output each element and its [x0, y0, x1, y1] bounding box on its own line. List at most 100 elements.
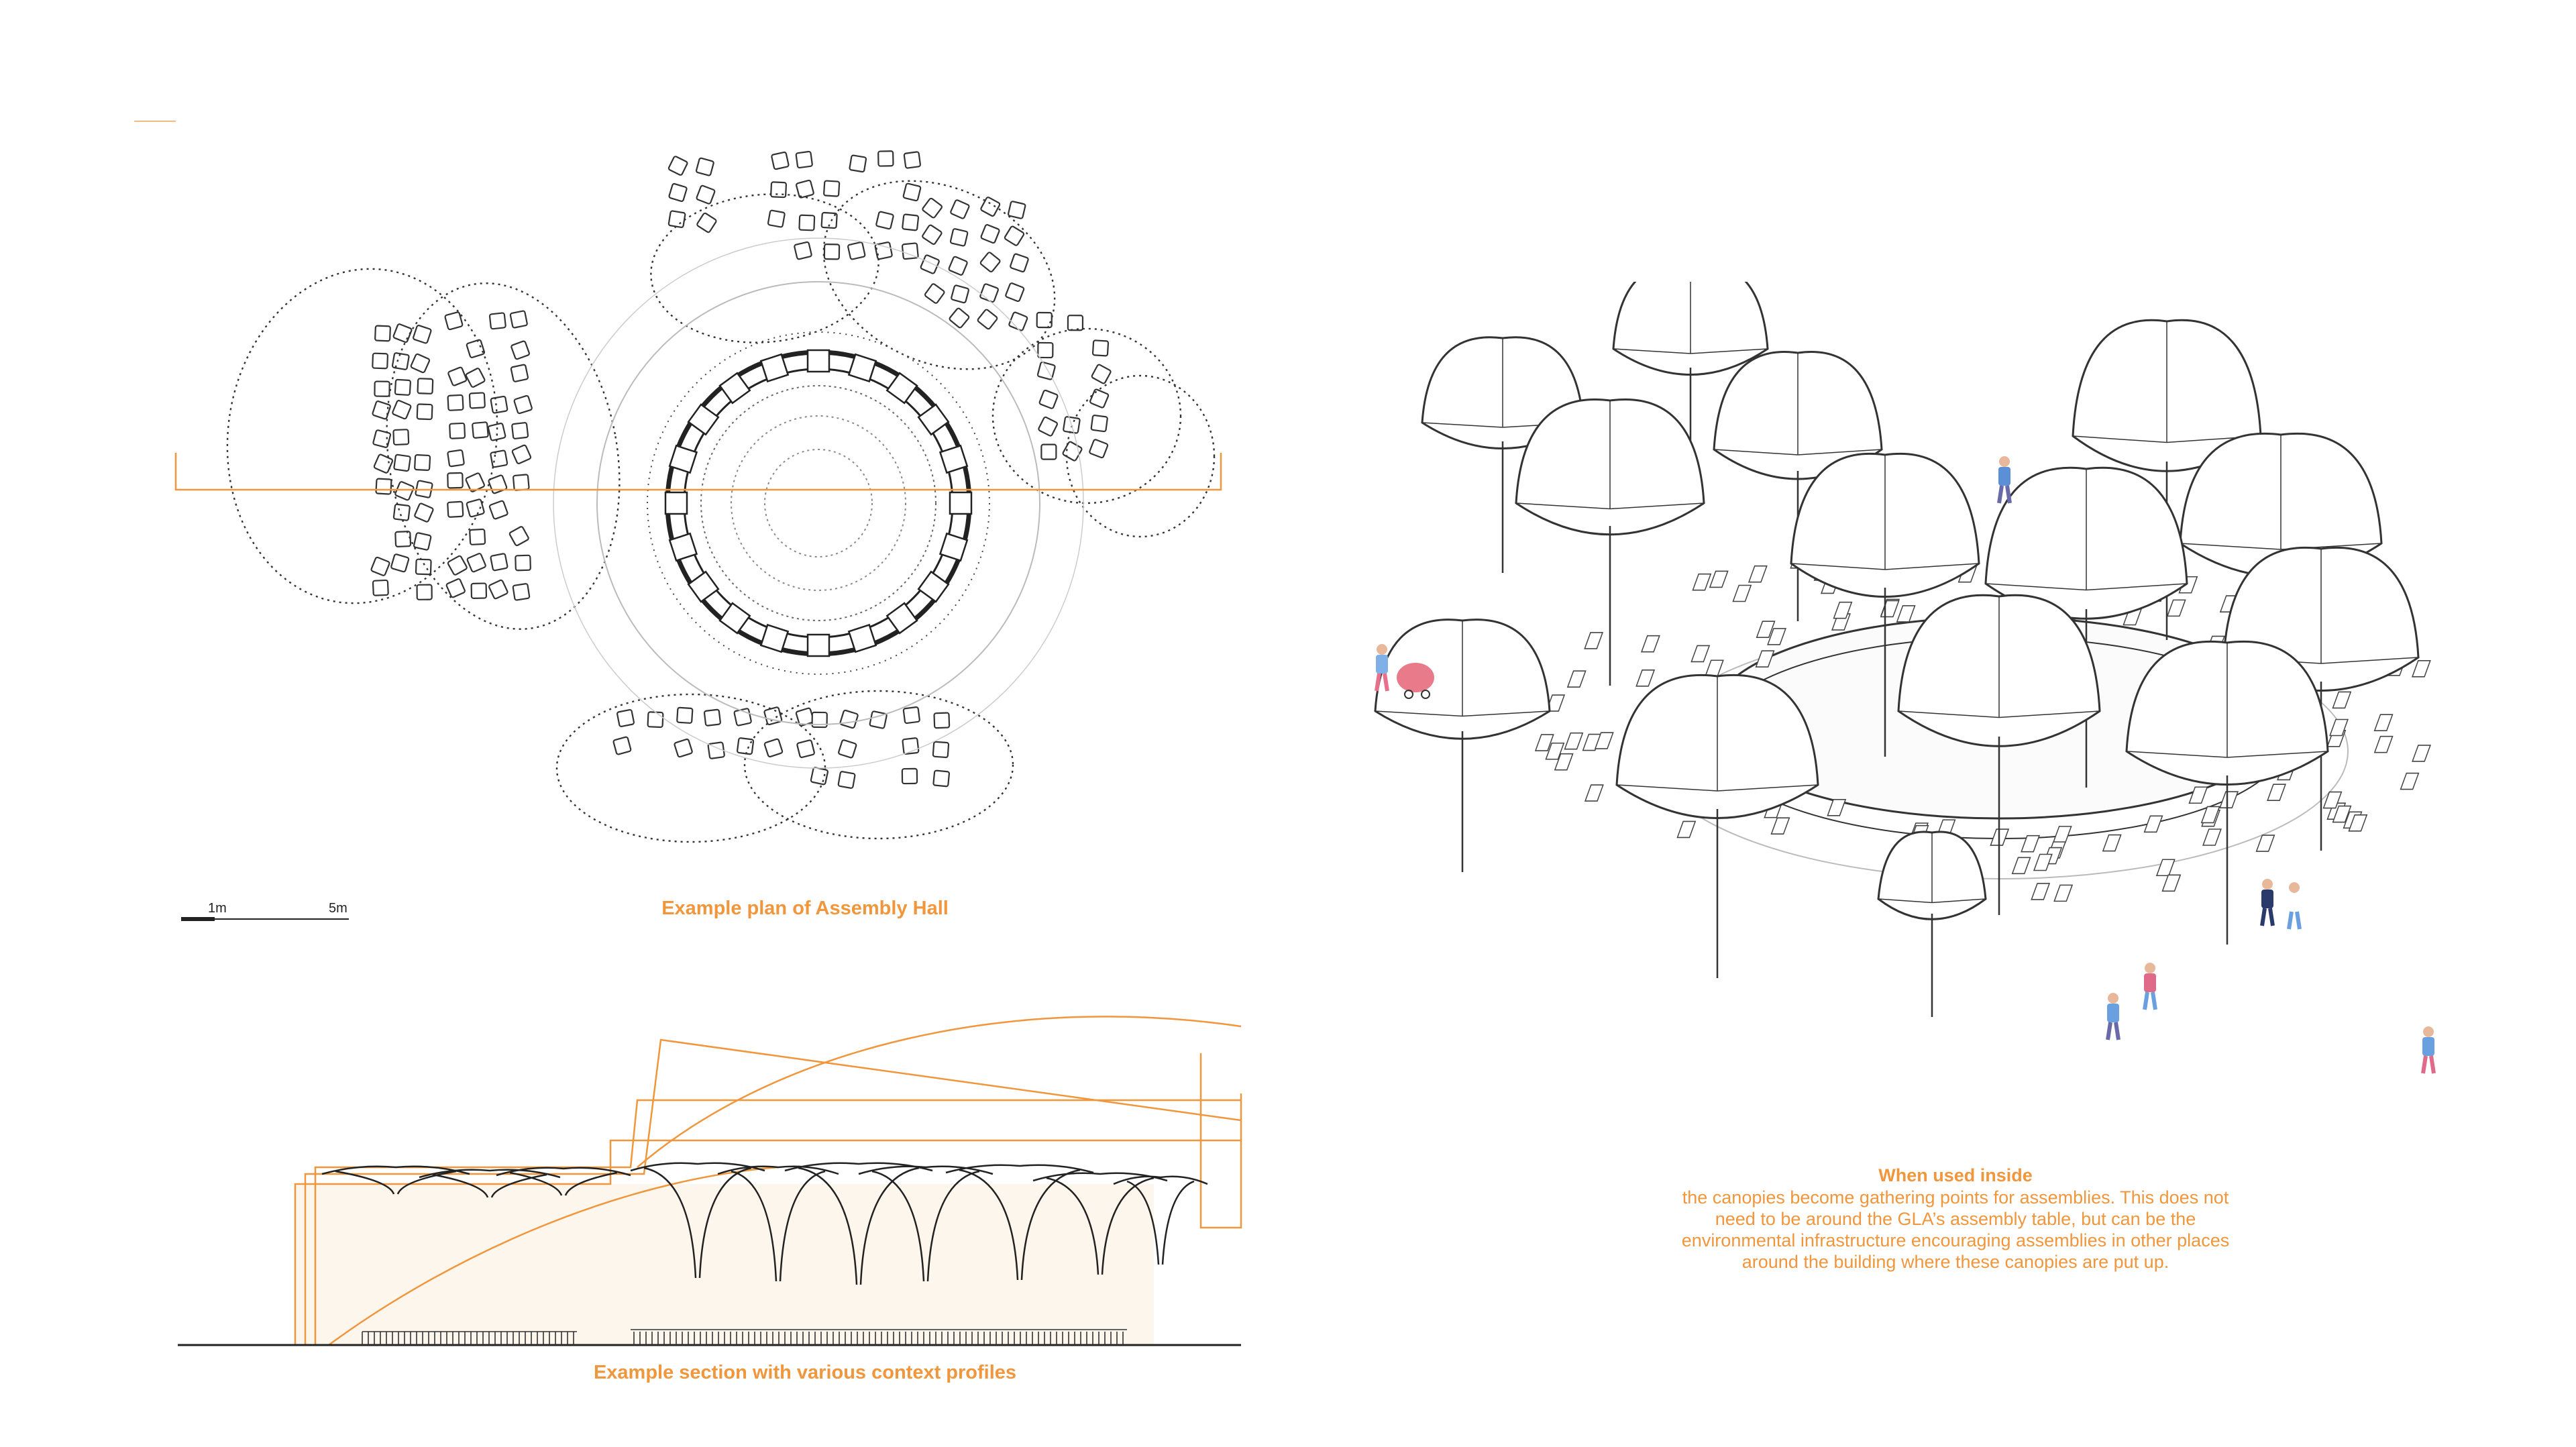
- person-leg: [2114, 1022, 2121, 1040]
- person-head: [2145, 963, 2155, 973]
- person-leg: [2287, 911, 2294, 930]
- axo-canopy-rib: [2126, 751, 2228, 758]
- chair: [922, 224, 943, 245]
- section-context-fill: [295, 1184, 1154, 1345]
- axo-chair: [1690, 645, 1711, 663]
- section-canopy: [945, 1164, 1094, 1174]
- axo-chair: [2412, 745, 2431, 762]
- chair: [394, 531, 412, 547]
- axo-chair: [2188, 786, 2208, 804]
- axo-chair: [1635, 669, 1656, 687]
- chair: [877, 150, 894, 167]
- chair: [770, 181, 788, 199]
- person-body: [2261, 890, 2273, 908]
- inside-body-line: the canopies become gathering points for…: [1682, 1187, 2229, 1208]
- person-leg: [2106, 1022, 2112, 1040]
- chair: [796, 179, 814, 199]
- chair: [696, 184, 716, 205]
- chair: [932, 769, 951, 788]
- chair: [490, 553, 508, 572]
- axo-chair: [2033, 853, 2053, 871]
- chair: [414, 454, 431, 472]
- chair: [466, 339, 486, 358]
- person-leg: [2295, 911, 2302, 930]
- axo-people: [1375, 456, 2436, 1074]
- section-canopy-stem: [926, 1170, 980, 1282]
- chair: [1091, 364, 1112, 384]
- section-canopy-stem: [798, 1167, 858, 1285]
- chair: [410, 353, 431, 374]
- chair: [374, 380, 390, 397]
- chair: [488, 312, 506, 330]
- chair: [487, 423, 506, 441]
- table-seat: [664, 491, 688, 515]
- chair: [874, 242, 893, 260]
- chair: [676, 706, 694, 724]
- axonometric-drawing: [1374, 282, 2436, 1074]
- chair: [444, 311, 464, 331]
- chair: [375, 478, 392, 495]
- person-leg: [2143, 992, 2149, 1010]
- chair: [901, 767, 918, 785]
- chair: [823, 180, 841, 197]
- inside-body-line: environmental infrastructure encouraging…: [1681, 1230, 2230, 1250]
- axo-chair: [2143, 815, 2163, 833]
- assembly-table: [553, 237, 1084, 769]
- chair: [949, 228, 969, 247]
- section-canopy-stem: [871, 1170, 925, 1282]
- axo-chair: [2155, 859, 2176, 877]
- chair: [612, 736, 632, 755]
- table-seat: [885, 372, 918, 405]
- axo-canopy-rib: [1717, 784, 1819, 792]
- axo-chair: [1594, 732, 1614, 749]
- person-leg: [1383, 673, 1389, 692]
- table-seat: [718, 372, 751, 405]
- table-seat: [806, 349, 830, 373]
- axo-chair: [2332, 691, 2352, 709]
- chair: [903, 151, 921, 169]
- axo-canopy-rib: [1609, 502, 1705, 510]
- table-seat: [668, 444, 698, 474]
- canopy-outline: [822, 180, 1056, 370]
- scale-bar: [181, 917, 349, 921]
- section-canopy-stem: [731, 1170, 777, 1282]
- chair: [696, 212, 717, 233]
- chair: [820, 211, 838, 229]
- chair: [950, 199, 970, 219]
- section-canopy-stem: [396, 1170, 457, 1195]
- table-seat: [668, 532, 698, 562]
- chair: [413, 325, 432, 344]
- axo-chair: [2200, 806, 2220, 824]
- chair: [695, 157, 714, 176]
- scale-label-1m: 1m: [208, 901, 227, 916]
- person-body: [1998, 467, 2010, 486]
- axo-chair: [2052, 826, 2072, 843]
- section-drawing: [178, 1016, 1242, 1346]
- table-seat: [949, 491, 973, 515]
- axo-chair: [2267, 784, 2287, 801]
- table-seat: [917, 403, 950, 436]
- chair: [703, 708, 721, 727]
- chair: [837, 771, 856, 789]
- section-canopy-stem: [335, 1170, 395, 1195]
- chair: [811, 711, 828, 729]
- axo-chair: [1584, 632, 1604, 649]
- axo-chair: [2219, 791, 2239, 808]
- chair: [932, 741, 950, 759]
- section-canopy: [496, 1167, 631, 1177]
- chair: [488, 474, 508, 494]
- chair: [1090, 415, 1108, 433]
- person-head: [1999, 456, 2010, 467]
- axo-canopy-rib: [1515, 502, 1611, 510]
- chair: [667, 156, 688, 176]
- chair: [392, 400, 412, 420]
- person-leg: [1375, 673, 1381, 692]
- chair: [490, 449, 508, 468]
- section-canopy-stem: [432, 1173, 489, 1198]
- axo-chair: [1545, 742, 1565, 760]
- inside-body-line: around the building where these canopies…: [1741, 1252, 2169, 1272]
- axo-chair: [1770, 817, 1790, 835]
- chair: [449, 422, 466, 439]
- axo-canopy-rib: [2320, 657, 2419, 664]
- chair: [390, 553, 410, 573]
